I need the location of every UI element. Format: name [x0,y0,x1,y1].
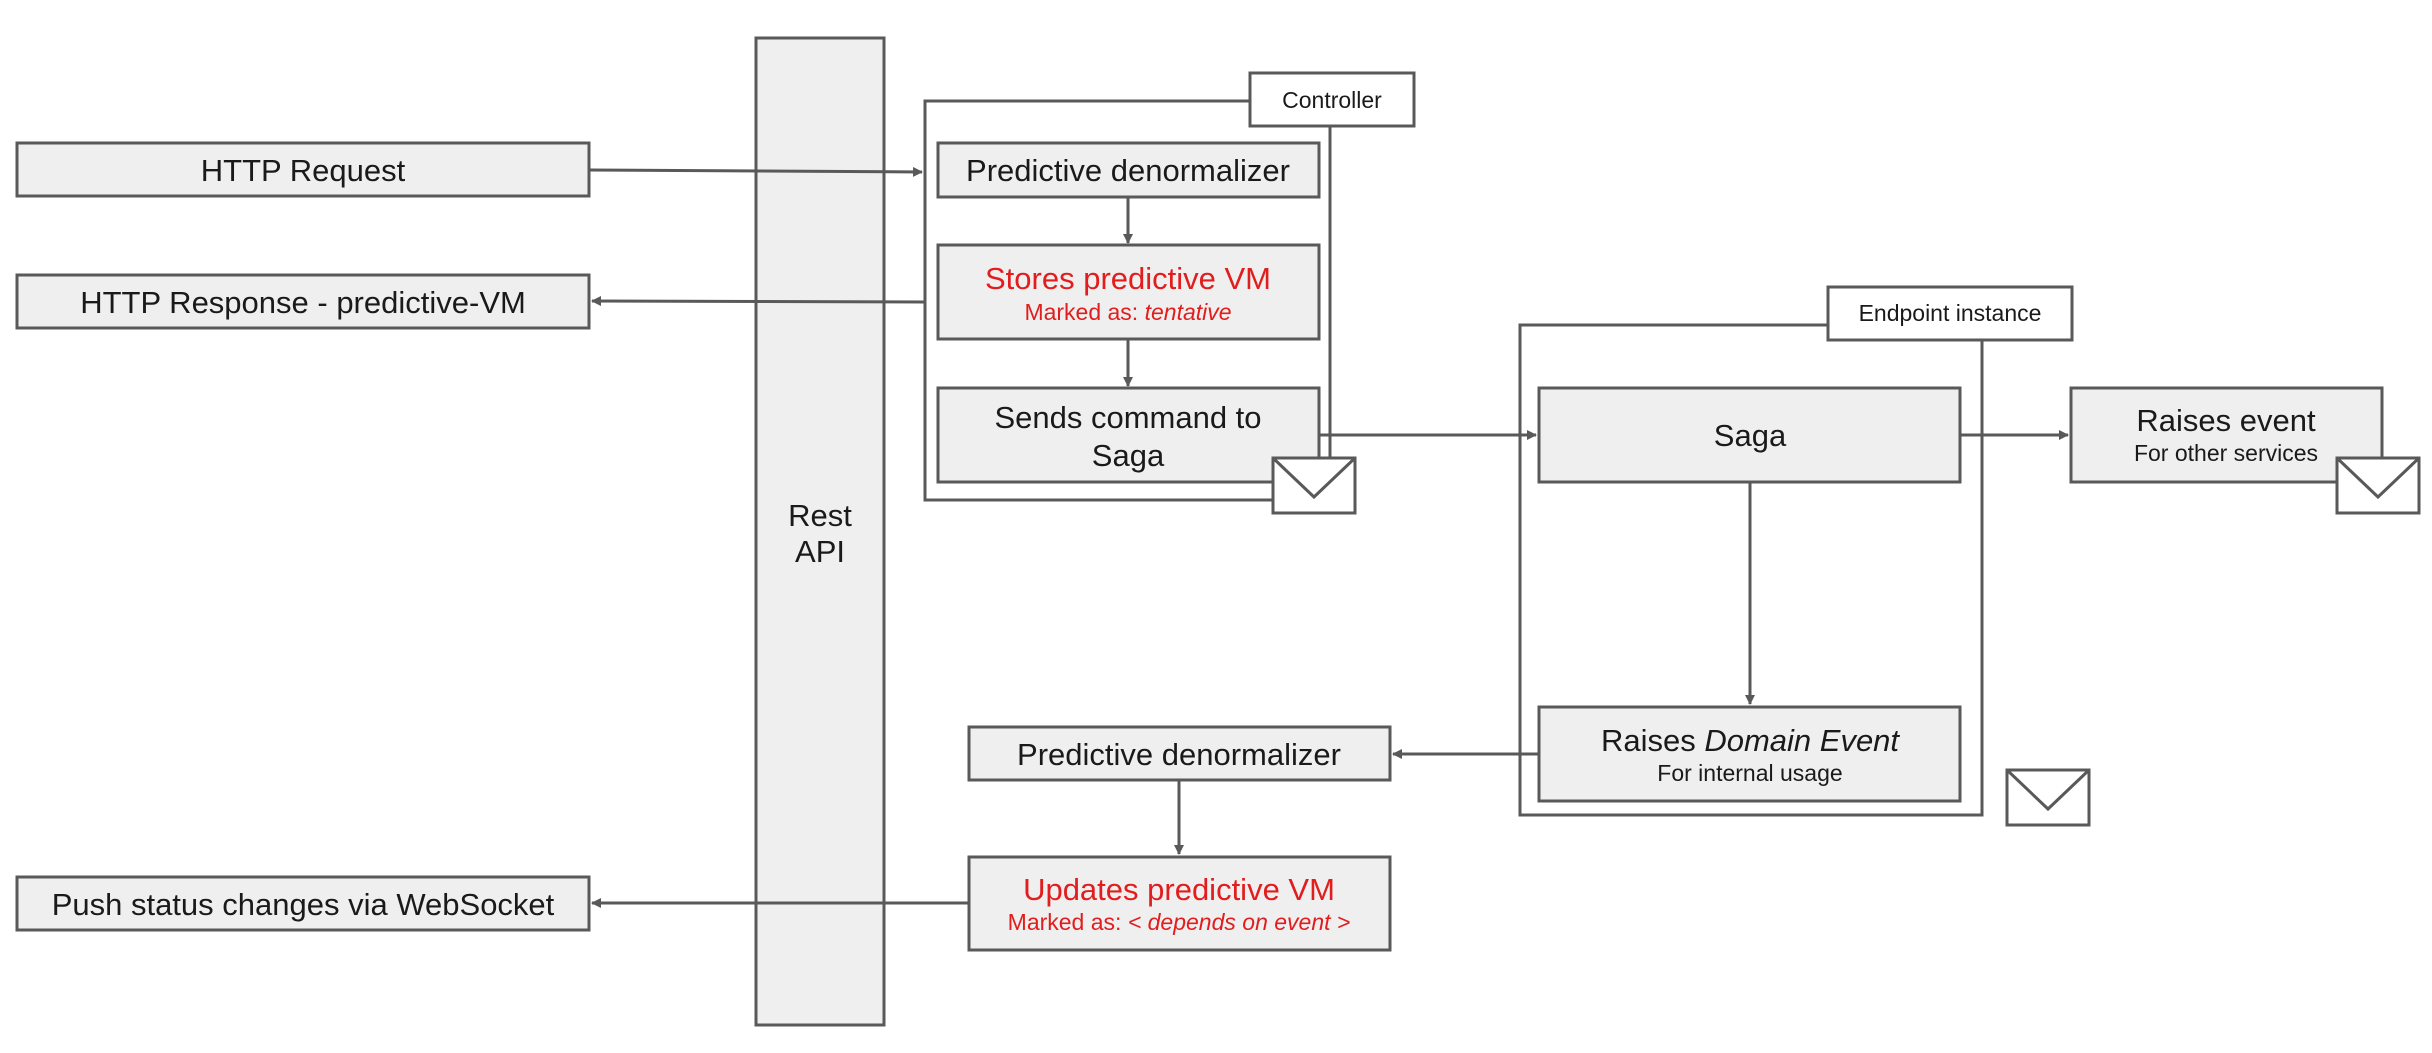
raises-event-sub: For other services [2134,440,2318,466]
edge-http-request-to-controller [589,166,923,177]
endpoint-instance-tag-label: Endpoint instance [1859,300,2042,326]
updates-predictive-vm-label: Updates predictive VM [1023,872,1335,907]
push-status-box: Push status changes via WebSocket [15,875,591,932]
controller-frame [923,99,1332,502]
sends-command-label-line1: Sends command to [994,400,1261,435]
edge-controller-to-http-response [591,296,926,307]
raises-domain-event-sub: For internal usage [1657,760,1842,786]
stores-predictive-vm-label: Stores predictive VM [985,261,1271,296]
sends-command-label-line2: Saga [1092,438,1165,473]
envelope-icon [1271,456,1357,515]
rest-api-label-line1: Rest [788,498,852,533]
predictive-denormalizer-top-box: Predictive denormalizer [936,141,1321,199]
predictive-denormalizer-bottom-label: Predictive denormalizer [1017,737,1341,772]
http-response-box: HTTP Response - predictive-VM [15,273,591,330]
envelope-icon [2005,768,2091,827]
predictive-denormalizer-top-label: Predictive denormalizer [966,153,1290,188]
updates-predictive-vm-box: Updates predictive VM Marked as: < depen… [967,855,1392,952]
predictive-denormalizer-bottom-box: Predictive denormalizer [967,725,1392,782]
raises-domain-event-label: Raises Domain Event [1601,723,1900,758]
controller-tag: Controller [1248,71,1416,128]
controller-tag-label: Controller [1282,87,1382,113]
stores-predictive-vm-box: Stores predictive VM Marked as: tentativ… [936,243,1321,341]
http-request-label: HTTP Request [201,153,406,188]
push-status-label: Push status changes via WebSocket [52,887,555,922]
raises-event-label: Raises event [2136,403,2316,438]
stores-predictive-vm-marked: Marked as: tentative [1024,299,1231,325]
saga-label: Saga [1714,418,1787,453]
http-request-box: HTTP Request [15,141,591,198]
endpoint-instance-tag: Endpoint instance [1826,285,2074,342]
raises-domain-event-box: Raises Domain Event For internal usage [1537,705,1962,803]
rest-api-label-line2: API [795,534,845,569]
raises-event-box: Raises event For other services [2069,386,2384,484]
sends-command-box: Sends command to Saga [936,386,1321,484]
http-response-label: HTTP Response - predictive-VM [80,285,526,320]
envelope-icon [2335,456,2421,515]
updates-predictive-vm-marked: Marked as: < depends on event > [1008,909,1351,935]
saga-box: Saga [1537,386,1962,484]
rest-api-column: Rest API [754,36,886,1027]
endpoint-instance-frame [1518,323,1984,817]
